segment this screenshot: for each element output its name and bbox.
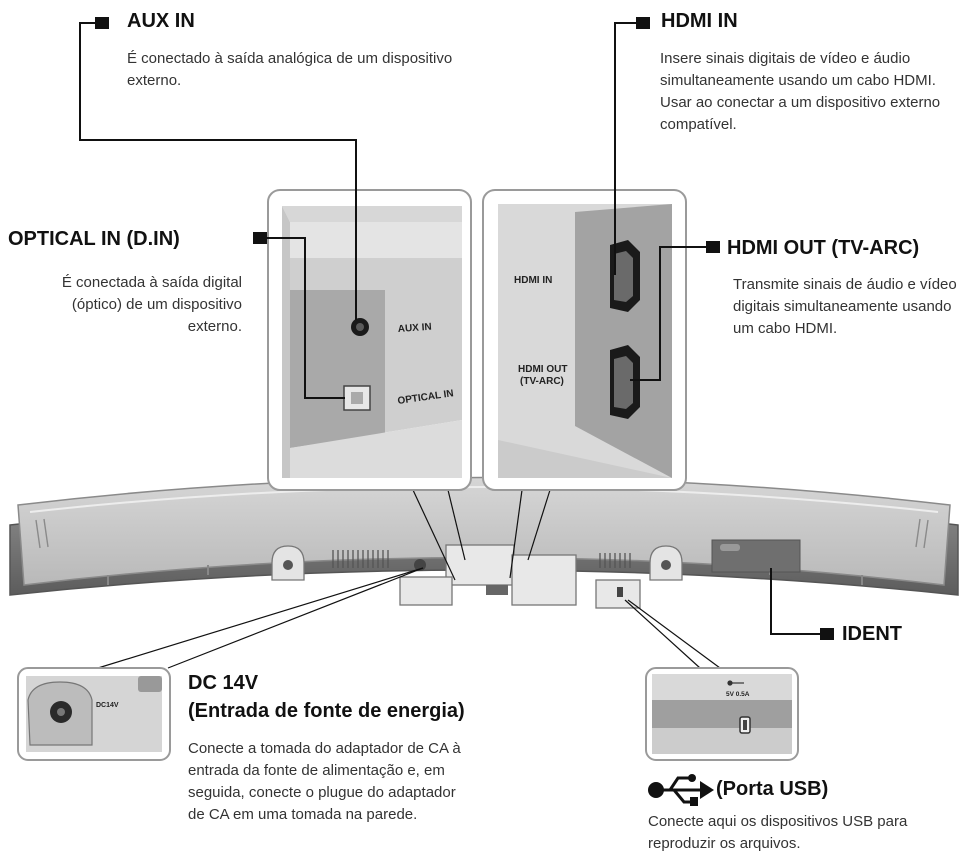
callout-markers bbox=[95, 17, 834, 640]
dc-description: Conecte a tomada do adaptador de CA à en… bbox=[188, 740, 461, 823]
hdmi-out-title: HDMI OUT (TV-ARC) bbox=[727, 237, 920, 259]
left-detail-panel bbox=[267, 189, 472, 491]
usb-icon bbox=[648, 774, 714, 806]
hdmi-in-description: Insere sinais digitais de vídeo e áudio … bbox=[660, 50, 941, 133]
soundbar-body bbox=[9, 476, 959, 609]
panel-label-hdmi-out: HDMI OUT bbox=[518, 364, 567, 375]
aux-in-description: É conectado à saída analógica de um disp… bbox=[127, 50, 453, 89]
ident-title: IDENT bbox=[842, 623, 902, 645]
aux-in-title: AUX IN bbox=[127, 10, 195, 32]
dc-title-line2: (Entrada de fonte de energia) bbox=[188, 700, 465, 722]
dc-detail-panel bbox=[17, 667, 171, 761]
hdmi-in-title: HDMI IN bbox=[661, 10, 738, 32]
panel-label-hdmi-in: HDMI IN bbox=[514, 275, 552, 286]
panel-label-aux-in: AUX IN bbox=[397, 322, 432, 335]
usb-detail-panel bbox=[645, 667, 799, 761]
dc-title-line1: DC 14V bbox=[188, 672, 259, 694]
callout-leader-lines bbox=[79, 22, 825, 635]
panel-label-usb-rating: 5V 0.5A bbox=[726, 691, 750, 698]
hdmi-out-description: Transmite sinais de áudio e vídeo digita… bbox=[733, 276, 957, 337]
usb-description: Conecte aqui os dispositivos USB para re… bbox=[648, 813, 908, 852]
usb-title: (Porta USB) bbox=[716, 778, 829, 800]
panel-connector-lines bbox=[97, 489, 721, 669]
panel-label-dc14v: DC14V bbox=[96, 702, 119, 709]
optical-in-description: É conectada à saída digital (óptico) de … bbox=[61, 274, 242, 335]
right-detail-panel bbox=[482, 189, 687, 491]
usb-small-icon bbox=[727, 680, 744, 686]
optical-in-title: OPTICAL IN (D.IN) bbox=[8, 228, 180, 250]
panel-label-tv-arc: (TV-ARC) bbox=[520, 376, 564, 387]
